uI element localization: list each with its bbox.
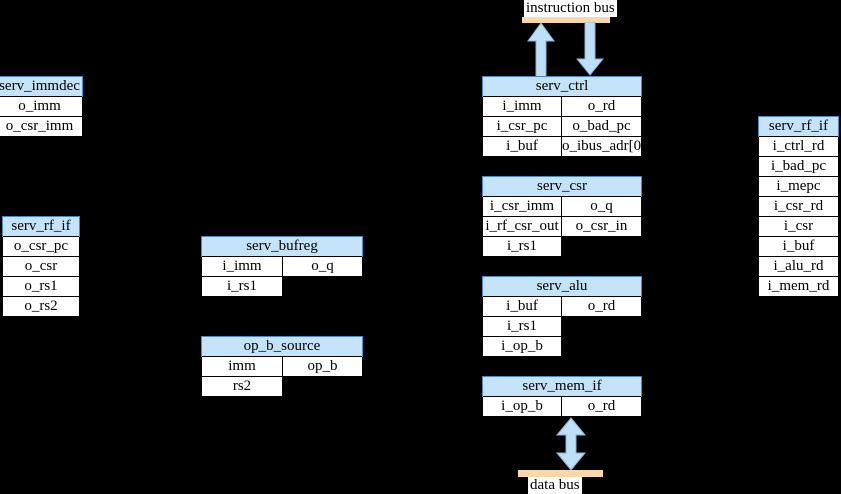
- instruction-bus-line: [522, 17, 610, 23]
- port-cell: i_imm: [201, 256, 283, 277]
- module-serv-ctrl: serv_ctrl i_imm o_rd i_csr_pc o_bad_pc i…: [481, 76, 646, 157]
- port-cell: i_rf_csr_out: [482, 216, 562, 237]
- port-cell: i_op_b: [482, 336, 562, 357]
- module-serv-rf-if-outputs: serv_rf_if o_csr_pc o_csr o_rs1 o_rs2: [2, 216, 80, 317]
- port-cell: o_csr_imm: [0, 116, 83, 137]
- port-cell: imm: [201, 356, 283, 377]
- module-title: serv_ctrl: [481, 76, 643, 97]
- port-cell: i_mepc: [758, 176, 839, 197]
- module-op-b-source: op_b_source imm op_b rs2: [201, 336, 363, 397]
- data-bus-double-arrow-icon: [556, 417, 586, 471]
- port-cell: i_rs1: [482, 236, 562, 257]
- port-cell: o_csr: [2, 256, 80, 277]
- port-cell: o_rd: [561, 396, 642, 417]
- module-title: serv_mem_if: [482, 376, 642, 397]
- port-cell: o_q: [281, 256, 364, 277]
- port-cell: i_buf: [482, 296, 562, 317]
- module-title: serv_alu: [481, 276, 643, 297]
- data-bus-line: [518, 470, 603, 477]
- port-cell: i_csr_pc: [482, 116, 562, 137]
- port-cell: i_mem_rd: [758, 276, 839, 297]
- port-cell: i_bad_pc: [758, 156, 839, 177]
- module-title: serv_rf_if: [758, 116, 839, 137]
- module-title: serv_bufreg: [200, 236, 364, 257]
- module-serv-rf-if-inputs: serv_rf_if i_ctrl_rd i_bad_pc i_mepc i_c…: [758, 116, 839, 297]
- port-cell: o_csr_pc: [2, 236, 80, 257]
- module-serv-bufreg: serv_bufreg i_imm o_q i_rs1: [200, 236, 364, 297]
- port-cell: o_q: [560, 196, 643, 217]
- instruction-bus-up-arrow-icon: [527, 22, 555, 77]
- instruction-bus-down-arrow-icon: [576, 22, 604, 76]
- module-title: serv_csr: [481, 176, 643, 197]
- port-cell: i_csr: [758, 216, 839, 237]
- port-cell: i_rs1: [201, 276, 283, 297]
- module-serv-immdec: serv_immdec o_imm o_csr_imm: [0, 76, 83, 137]
- module-title: op_b_source: [201, 336, 363, 357]
- port-cell: o_bad_pc: [560, 116, 643, 137]
- module-title: serv_immdec: [0, 76, 83, 97]
- port-cell: o_rd: [560, 96, 643, 117]
- module-serv-csr: serv_csr i_csr_imm o_q i_rf_csr_out o_cs…: [481, 176, 643, 257]
- port-cell: o_csr_in: [560, 216, 643, 237]
- port-cell: op_b: [282, 356, 363, 377]
- port-cell: o_rd: [560, 296, 643, 317]
- port-cell: o_imm: [0, 96, 83, 117]
- instruction-bus-label: instruction bus: [524, 0, 617, 17]
- port-cell: o_ibus_adr[0]: [560, 136, 646, 157]
- module-serv-mem-if: serv_mem_if i_op_b o_rd: [482, 376, 642, 417]
- port-cell: i_rs1: [482, 316, 562, 337]
- port-cell: i_buf: [758, 236, 839, 257]
- port-cell: i_op_b: [482, 396, 562, 417]
- port-cell: rs2: [201, 376, 283, 397]
- port-cell: i_imm: [482, 96, 562, 117]
- port-cell: i_csr_rd: [758, 196, 839, 217]
- module-title: serv_rf_if: [2, 216, 80, 237]
- port-cell: i_ctrl_rd: [758, 136, 839, 157]
- port-cell: i_alu_rd: [758, 256, 839, 277]
- module-serv-alu: serv_alu i_buf o_rd i_rs1 i_op_b: [481, 276, 643, 357]
- port-cell: i_buf: [482, 136, 562, 157]
- data-bus-label: data bus: [528, 477, 582, 494]
- port-cell: o_rs2: [2, 296, 80, 317]
- port-cell: o_rs1: [2, 276, 80, 297]
- port-cell: i_csr_imm: [482, 196, 562, 217]
